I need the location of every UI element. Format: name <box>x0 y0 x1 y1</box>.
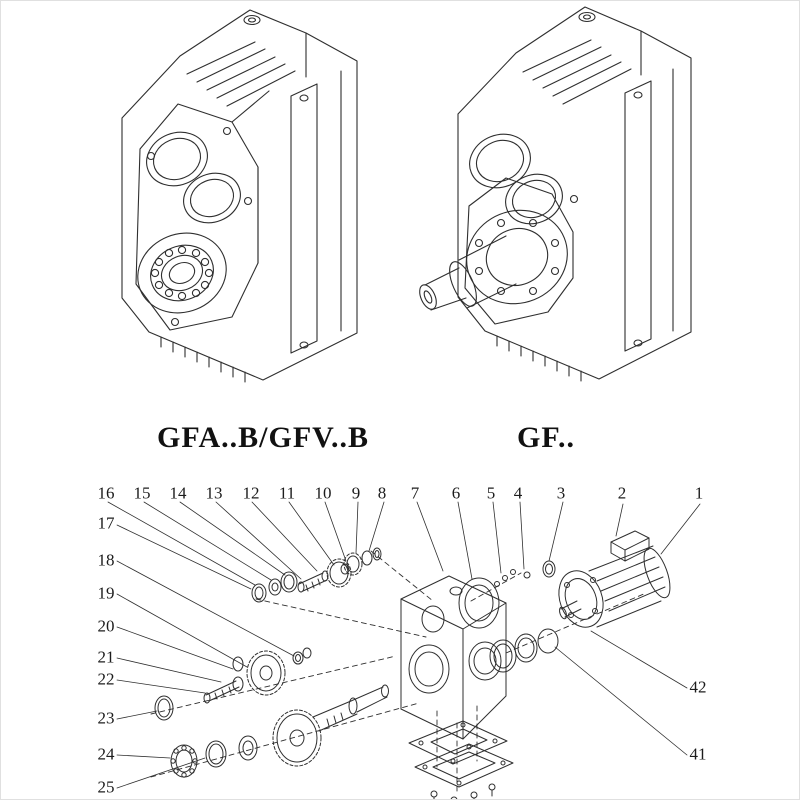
part-label-3: 3 <box>556 483 566 503</box>
part-label-21: 21 <box>97 647 115 667</box>
part-label-19: 19 <box>97 583 115 603</box>
part-label-5: 5 <box>486 483 496 503</box>
part-label-7: 7 <box>410 483 420 503</box>
part-label-9: 9 <box>351 483 361 503</box>
mounting-feet <box>160 336 246 383</box>
motor-side-parts <box>458 560 559 673</box>
part-label-42: 42 <box>689 677 707 697</box>
hollow-shaft-bearing <box>137 232 227 314</box>
part-label-8: 8 <box>377 483 387 503</box>
leader-lines <box>107 501 701 789</box>
part-label-24: 24 <box>97 744 115 764</box>
gearbox-gf-drawing <box>419 6 692 382</box>
part-label-18: 18 <box>97 550 115 570</box>
part-label-25: 25 <box>97 777 115 797</box>
part-label-11: 11 <box>278 483 296 503</box>
part-label-10: 10 <box>314 483 332 503</box>
part-label-17: 17 <box>97 513 115 533</box>
cooling-fins <box>522 30 642 105</box>
gearbox-gfab-drawing <box>121 9 358 383</box>
part-label-6: 6 <box>451 483 461 503</box>
side-rib <box>290 70 342 354</box>
part-label-41: 41 <box>689 744 707 764</box>
exploded-view-drawing <box>107 501 701 799</box>
output-shaft <box>419 235 517 311</box>
part-label-16: 16 <box>97 483 115 503</box>
motor-drawing <box>558 530 671 628</box>
model-caption-gfab: GFA..B/GFV..B <box>157 421 369 454</box>
cover-plate-parts <box>408 720 514 799</box>
intermediate-gear-parts <box>154 647 312 721</box>
input-bores <box>146 131 241 224</box>
input-shaft-parts <box>251 547 382 603</box>
output-shaft-parts <box>170 684 389 778</box>
input-bores <box>469 133 563 225</box>
part-label-1: 1 <box>694 483 704 503</box>
part-label-23: 23 <box>97 708 115 728</box>
part-label-15: 15 <box>133 483 151 503</box>
part-label-2: 2 <box>617 483 627 503</box>
cooling-fins <box>186 32 307 107</box>
part-label-14: 14 <box>169 483 187 503</box>
part-label-20: 20 <box>97 616 115 636</box>
mounting-feet <box>496 335 582 382</box>
part-label-13: 13 <box>205 483 223 503</box>
part-label-4: 4 <box>513 483 523 503</box>
part-label-22: 22 <box>97 669 115 689</box>
model-caption-gf: GF.. <box>517 421 575 454</box>
assembly-axis-lines <box>150 550 647 792</box>
part-label-12: 12 <box>242 483 260 503</box>
side-rib <box>624 68 674 352</box>
